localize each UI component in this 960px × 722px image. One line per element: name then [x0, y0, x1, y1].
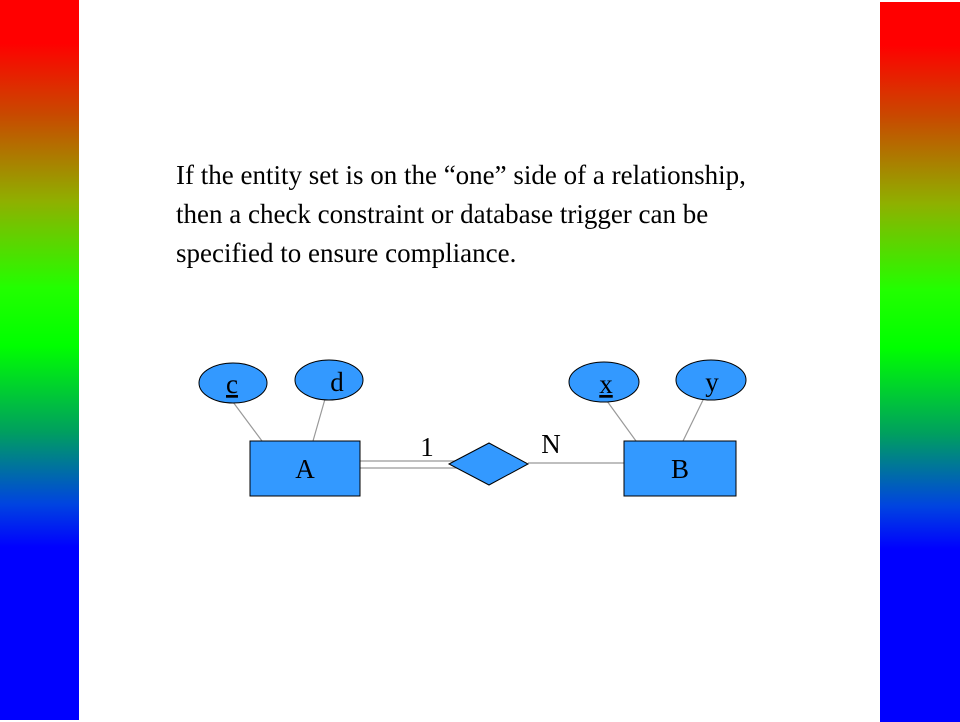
attribute-x-label: x — [599, 369, 613, 399]
caption-line-1: If the entity set is on the “one” side o… — [176, 160, 746, 190]
relationship-diamond — [447, 442, 530, 486]
caption-line-3: specified to ensure compliance. — [176, 238, 517, 268]
attribute-y-label: y — [705, 367, 719, 397]
connector-x-b — [606, 400, 637, 442]
caption-line-2: then a check constraint or database trig… — [176, 199, 709, 229]
entity-b-label: B — [671, 454, 689, 484]
entity-a-box — [249, 440, 361, 497]
connector-c-a — [232, 401, 263, 442]
attribute-y-ellipse — [675, 359, 747, 401]
cardinality-one-label: 1 — [420, 432, 434, 462]
caption-text: If the entity set is on the “one” side o… — [176, 156, 876, 273]
left-gradient-bar — [0, 0, 79, 720]
attribute-c-label: c — [226, 369, 238, 399]
right-gradient-bar — [880, 2, 960, 722]
entity-a-label: A — [295, 454, 315, 484]
attribute-d-ellipse — [294, 359, 364, 401]
attribute-x-ellipse — [568, 361, 640, 403]
connector-y-b — [682, 397, 705, 442]
attribute-d-label: d — [330, 367, 344, 397]
cardinality-many-label: N — [541, 429, 561, 459]
attribute-c-ellipse — [198, 362, 268, 404]
entity-b-box — [623, 440, 737, 497]
connector-d-a — [312, 398, 326, 442]
